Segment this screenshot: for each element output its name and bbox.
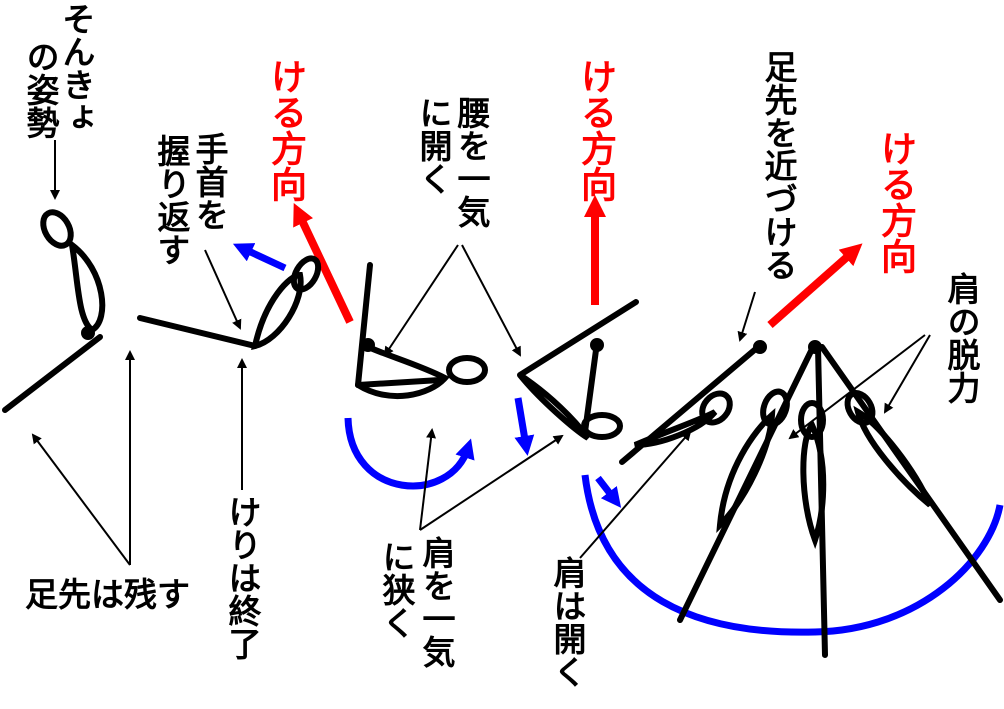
label-kick-end: けりは終了	[223, 495, 262, 660]
blue-arrow-shoulder	[595, 475, 622, 508]
gymnast-figures	[2, 209, 1003, 658]
label-shoulder-narrow-line2: に狭く	[377, 540, 416, 639]
blue-arrow-hip	[514, 397, 535, 456]
label-wrist-line2: 握り返す	[152, 134, 191, 266]
label-shoulder-relax: 肩の脱力	[942, 272, 981, 404]
kick-arrow-1	[293, 202, 354, 324]
label-shoulder-narrow-line1: 肩を一気	[417, 536, 456, 668]
rotation-arc-large	[581, 474, 1004, 636]
label-kick-direction-1: ける方向	[265, 58, 306, 202]
label-sonkyo-line2: の姿勢	[21, 40, 60, 139]
pointer-arrows	[31, 140, 931, 566]
rotation-arc-small	[344, 417, 475, 490]
label-hip-line2: に開く	[414, 96, 453, 195]
label-toes-remain: 足先は残す	[25, 575, 190, 614]
label-kick-direction-3: ける方向	[875, 130, 916, 274]
kick-arrow-3	[767, 243, 863, 328]
label-shoulder-open: 肩は開く	[548, 556, 587, 688]
label-kick-direction-2: ける方向	[575, 58, 616, 202]
blue-arrow-wrist	[232, 243, 287, 272]
label-wrist-line1: 手首を	[190, 132, 229, 231]
label-toes-closer: 足先を近づける	[759, 50, 798, 281]
label-sonkyo-line1: そんきょ	[57, 2, 96, 134]
label-hip-line1: 腰を一気	[452, 96, 491, 228]
kick-direction-arrows	[293, 195, 863, 328]
